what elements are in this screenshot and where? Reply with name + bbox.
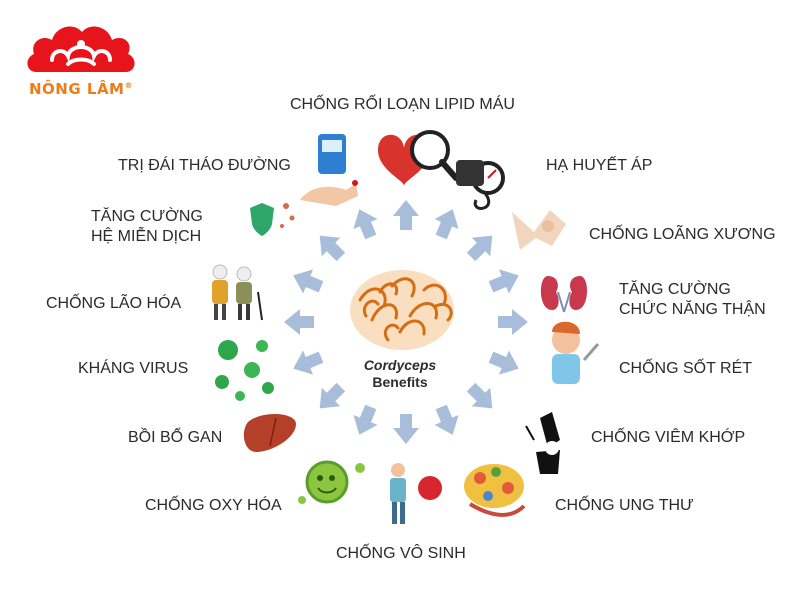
label-diabetes: TRỊ ĐÁI THÁO ĐƯỜNG xyxy=(118,157,291,174)
arrow-8 xyxy=(434,404,459,435)
arrow-11 xyxy=(319,382,346,409)
arrow-16 xyxy=(353,209,378,240)
label-antioxidant: CHỐNG OXY HÓA xyxy=(145,497,282,514)
arrow-13 xyxy=(284,309,314,335)
arrow-7 xyxy=(466,382,493,409)
center-title: Cordyceps xyxy=(363,357,437,373)
label-liver: BỒI BỔ GAN xyxy=(128,429,223,446)
antioxidant-cell-icon xyxy=(298,460,365,504)
arrow-15 xyxy=(319,235,346,262)
arrow-5 xyxy=(498,309,528,335)
arrow-10 xyxy=(353,404,378,435)
label-infertility: CHỐNG VÔ SINH xyxy=(336,545,466,562)
elderly-couple-icon xyxy=(212,264,263,321)
center-caption: Cordyceps Benefits xyxy=(340,357,460,391)
kidney-icon xyxy=(540,276,588,313)
label-aging: CHỐNG LÃO HÓA xyxy=(46,295,182,312)
virus-icon xyxy=(215,340,274,401)
heart-icon xyxy=(378,130,459,186)
arrow-6 xyxy=(488,350,519,375)
arrow-9 xyxy=(393,414,419,444)
label-kidney: TĂNG CƯỜNG CHỨC NĂNG THẬN xyxy=(619,281,766,318)
glucose-meter-icon xyxy=(300,134,358,206)
cordyceps-icon xyxy=(350,270,454,350)
shield-icon xyxy=(250,203,295,236)
logo-text: NÔNG LÂM® xyxy=(29,80,133,98)
liver-icon xyxy=(243,413,296,452)
label-malaria: CHỐNG SỐT RÉT xyxy=(619,360,753,377)
arrow-ring xyxy=(284,200,528,444)
label-virus: KHÁNG VIRUS xyxy=(78,360,189,377)
arrow-3 xyxy=(466,235,493,262)
sick-woman-icon xyxy=(552,321,600,384)
label-cancer: CHỐNG UNG THƯ xyxy=(555,497,694,514)
label-blood-pressure: HẠ HUYẾT ÁP xyxy=(546,157,653,174)
arrow-14 xyxy=(293,269,324,294)
bone-icon xyxy=(512,210,566,250)
arrow-1 xyxy=(393,200,419,230)
label-osteoporosis: CHỐNG LOÃNG XƯƠNG xyxy=(589,226,776,243)
arrow-4 xyxy=(488,269,519,294)
blood-pressure-monitor-icon xyxy=(456,160,505,210)
cancer-cells-icon xyxy=(464,464,526,517)
cloud-logo-icon xyxy=(27,26,135,73)
label-immunity: TĂNG CƯỜNG HỆ MIỄN DỊCH xyxy=(91,208,203,245)
label-arthritis: CHỐNG VIÊM KHỚP xyxy=(591,429,746,446)
arrow-2 xyxy=(434,209,459,240)
brand-logo: NÔNG LÂM® xyxy=(22,14,140,110)
center-subtitle: Benefits xyxy=(372,374,428,390)
arrow-12 xyxy=(293,350,324,375)
label-lipid: CHỐNG RỐI LOẠN LIPID MÁU xyxy=(290,96,515,113)
man-sperm-icon xyxy=(390,463,442,524)
knee-joint-icon xyxy=(525,412,560,474)
